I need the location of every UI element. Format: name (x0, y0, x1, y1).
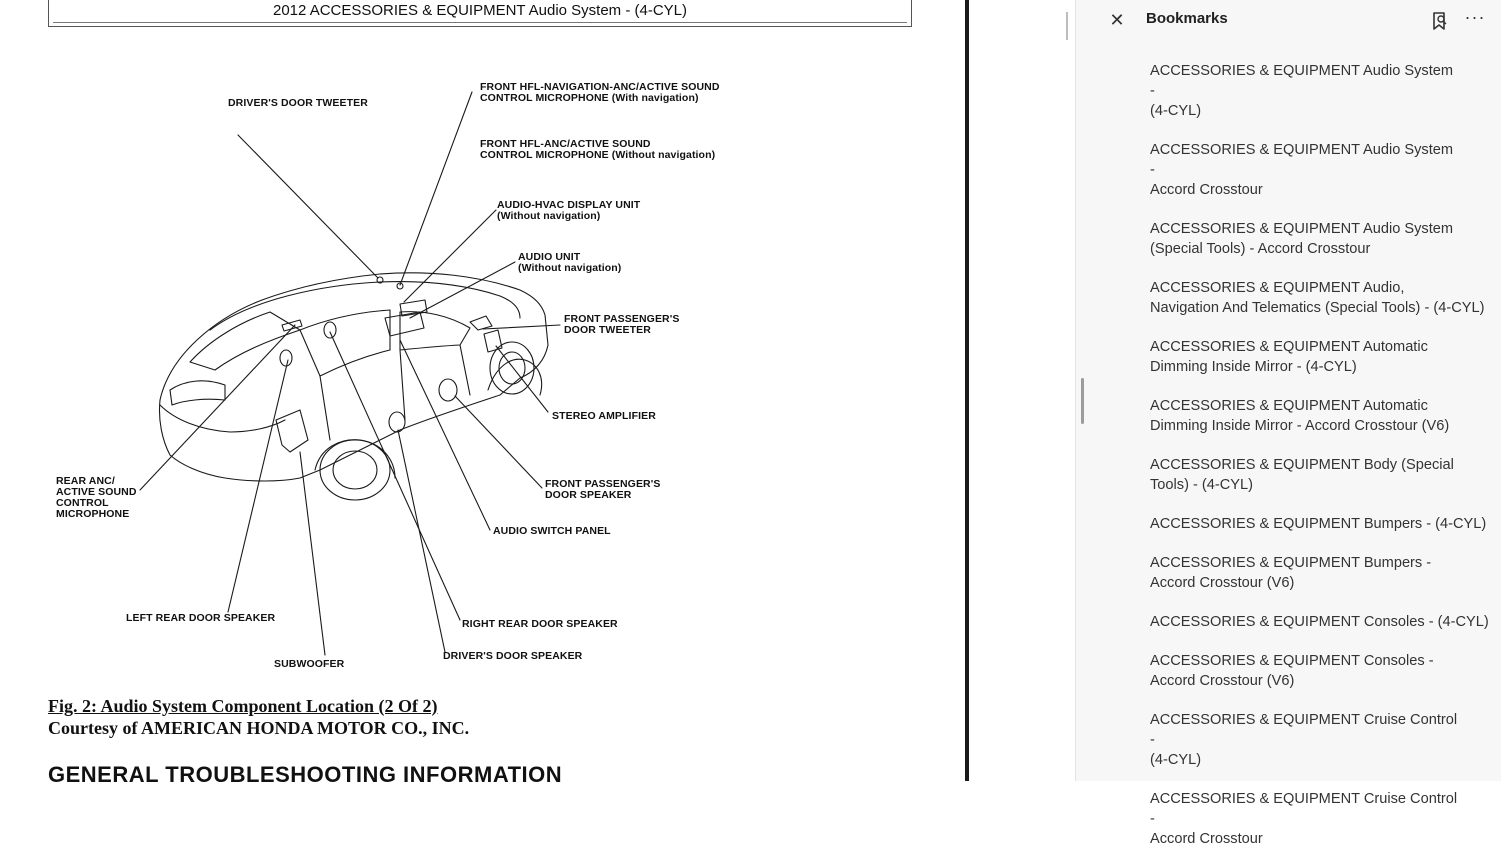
close-icon[interactable]: ✕ (1109, 10, 1125, 30)
bookmarks-list: ACCESSORIES & EQUIPMENT Audio System -(4… (1076, 61, 1501, 868)
bookmarks-panel: ✕ Bookmarks ··· ACCESSORIES & EQUIPMENT … (1075, 0, 1501, 847)
label-front-pass-tweeter-line1: FRONT PASSENGER'S (564, 313, 680, 325)
rear-wheel (319, 439, 391, 501)
label-drivers-door-speaker: DRIVER'S DOOR SPEAKER (443, 650, 583, 662)
front-microphone (376, 276, 384, 284)
rear-speaker-right (323, 321, 337, 339)
rear-bumper (159, 404, 286, 433)
audio-unit-box (384, 311, 425, 337)
label-subwoofer: SUBWOOFER (274, 658, 345, 670)
car-body-outline (158, 272, 549, 482)
bookmark-item[interactable]: ACCESSORIES & EQUIPMENT Audio System -(4… (1150, 63, 1454, 119)
label-audio-hvac-line2: (Without navigation) (497, 210, 601, 222)
page-header-title: 2012 ACCESSORIES & EQUIPMENT Audio Syste… (272, 2, 688, 19)
viewer-gutter (969, 0, 1062, 781)
figure-courtesy: Courtesy of AMERICAN HONDA MOTOR CO., IN… (48, 718, 470, 738)
panel-title: Bookmarks (1146, 10, 1228, 27)
front-door-speaker (438, 378, 458, 402)
stereo-amplifier-box (483, 329, 503, 353)
label-left-rear-door-speaker: LEFT REAR DOOR SPEAKER (126, 612, 276, 624)
header-rule (53, 22, 907, 23)
page-divider (965, 0, 969, 781)
more-options-icon[interactable]: ··· (1464, 7, 1486, 27)
front-wheel-arch (487, 358, 543, 396)
label-stereo-amplifier: STEREO AMPLIFIER (552, 410, 656, 422)
label-rear-anc-line1: REAR ANC/ (56, 475, 115, 487)
audio-system-diagram (139, 91, 561, 656)
label-front-pass-tweeter-line2: DOOR TWEETER (564, 324, 651, 336)
front-wheel (489, 341, 535, 395)
pdf-document-page: 2012 ACCESSORIES & EQUIPMENT Audio Syste… (48, 0, 912, 787)
bookmark-item[interactable]: ACCESSORIES & EQUIPMENT Audio System -Ac… (1150, 142, 1454, 198)
mirror (469, 315, 493, 331)
label-rear-anc-line3: CONTROL (56, 497, 109, 509)
section-heading: GENERAL TROUBLESHOOTING INFORMATION (48, 762, 563, 787)
label-front-hfl-nav-line1: FRONT HFL-NAVIGATION-ANC/ACTIVE SOUND (480, 81, 720, 93)
rear-wheel-arch (314, 439, 396, 479)
bookmark-item[interactable]: ACCESSORIES & EQUIPMENT Bumpers -Accord … (1150, 555, 1432, 591)
page-header-box: 2012 ACCESSORIES & EQUIPMENT Audio Syste… (48, 0, 912, 27)
label-front-hfl-anc-line1: FRONT HFL-ANC/ACTIVE SOUND (480, 138, 651, 150)
bookmark-item[interactable]: ACCESSORIES & EQUIPMENT Consoles -Accord… (1150, 653, 1434, 689)
bookmark-item[interactable]: ACCESSORIES & EQUIPMENT Cruise Control -… (1150, 712, 1458, 768)
label-front-pass-speaker-line1: FRONT PASSENGER'S (545, 478, 661, 490)
label-audio-unit-line2: (Without navigation) (518, 262, 622, 274)
door-line-1 (319, 344, 471, 441)
label-front-hfl-anc-line2: CONTROL MICROPHONE (Without navigation) (480, 149, 716, 161)
bookmark-item[interactable]: ACCESSORIES & EQUIPMENT Cruise Control -… (1150, 791, 1458, 847)
rear-window (189, 311, 301, 371)
bookmarks-panel-header: ✕ Bookmarks ··· (1076, 0, 1501, 44)
label-rear-anc-line2: ACTIVE SOUND (56, 486, 137, 498)
label-right-rear-door-speaker: RIGHT REAR DOOR SPEAKER (462, 618, 618, 630)
figure-title: Fig. 2: Audio System Component Location … (48, 696, 438, 716)
rear-speaker-left (279, 349, 293, 367)
bookmark-item[interactable]: ACCESSORIES & EQUIPMENT Audio System(Spe… (1150, 221, 1454, 257)
bookmark-item[interactable]: ACCESSORIES & EQUIPMENT Bumpers - (4-CYL… (1150, 516, 1487, 532)
car-roof-line (209, 281, 521, 331)
label-audio-switch-panel: AUDIO SWITCH PANEL (493, 525, 611, 537)
panel-resize-handle[interactable] (1081, 378, 1084, 424)
display-unit (399, 299, 428, 317)
label-drivers-door-tweeter: DRIVER'S DOOR TWEETER (228, 97, 368, 109)
subwoofer-box (275, 409, 309, 453)
label-rear-anc-line4: MICROPHONE (56, 508, 130, 520)
bookmark-icon[interactable] (1430, 11, 1448, 31)
bookmark-item[interactable]: ACCESSORIES & EQUIPMENT Audio,Navigation… (1150, 280, 1485, 316)
label-audio-unit-line1: AUDIO UNIT (518, 251, 581, 263)
figure-caption: Fig. 2: Audio System Component Location … (48, 695, 469, 739)
gutter-marker (1066, 12, 1068, 40)
tail-light (169, 380, 226, 406)
rear-microphone (281, 319, 303, 332)
label-front-pass-speaker-line2: DOOR SPEAKER (545, 489, 632, 501)
label-front-hfl-nav-line2: CONTROL MICROPHONE (With navigation) (480, 92, 699, 104)
drivers-door-speaker (388, 411, 406, 433)
side-window-rear (299, 309, 391, 377)
bookmark-item[interactable]: ACCESSORIES & EQUIPMENT Consoles - (4-CY… (1150, 614, 1489, 630)
label-audio-hvac-line1: AUDIO-HVAC DISPLAY UNIT (497, 199, 641, 211)
